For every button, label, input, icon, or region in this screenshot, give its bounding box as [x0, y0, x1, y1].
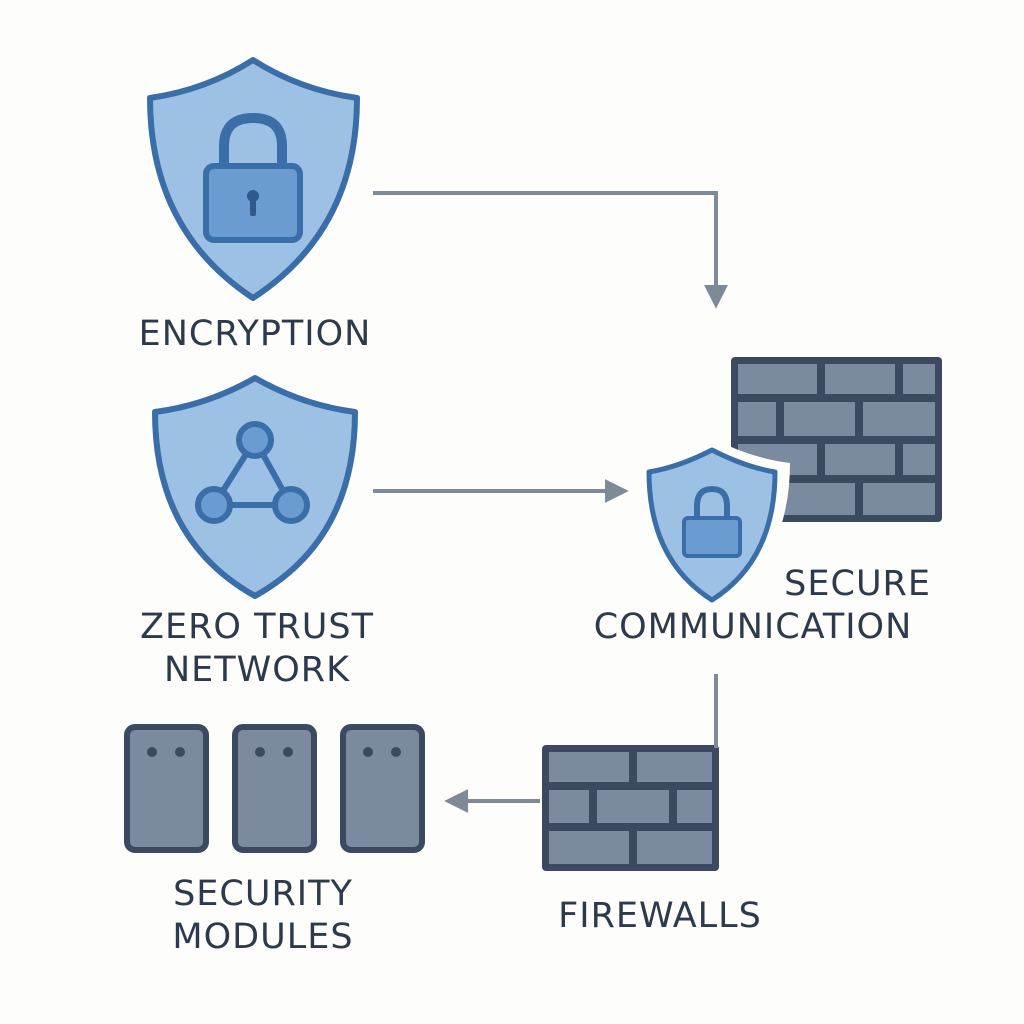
- security-modules-label-line1: SECURITY: [173, 874, 353, 914]
- small-padlock-icon: [682, 485, 742, 558]
- secure-communication-shield-icon: [646, 447, 778, 603]
- firewall-brick-icon: [542, 745, 719, 871]
- arrow-encryption-to-secure-communication: [373, 191, 728, 309]
- encryption-shield-icon: [147, 57, 360, 301]
- zero-trust-label-line2: NETWORK: [163, 650, 351, 690]
- firewalls-label: FIREWALLS: [500, 895, 820, 938]
- padlock-icon: [203, 112, 303, 243]
- secure-communication-label: SECURE COMMUNICATION: [573, 563, 933, 649]
- server-icon-2: [232, 724, 317, 853]
- secure-communication-label-line2: COMMUNICATION: [593, 607, 913, 647]
- encryption-label-text: ENCRYPTION: [138, 314, 372, 354]
- server-icon-3: [340, 724, 425, 853]
- secure-communication-label-line1: SECURE: [784, 564, 931, 604]
- security-modules-label: SECURITY MODULES: [113, 873, 413, 959]
- encryption-label: ENCRYPTION: [105, 313, 405, 356]
- zero-trust-label-line1: ZERO TRUST: [140, 607, 374, 647]
- zero-trust-network-label: ZERO TRUST NETWORK: [107, 606, 407, 692]
- network-graph-icon: [195, 421, 310, 524]
- security-modules-server-icons: [124, 724, 425, 853]
- security-modules-label-line2: MODULES: [172, 917, 354, 957]
- server-icon-1: [124, 724, 209, 853]
- zero-trust-shield-icon: [152, 375, 358, 599]
- firewalls-label-text: FIREWALLS: [558, 896, 762, 936]
